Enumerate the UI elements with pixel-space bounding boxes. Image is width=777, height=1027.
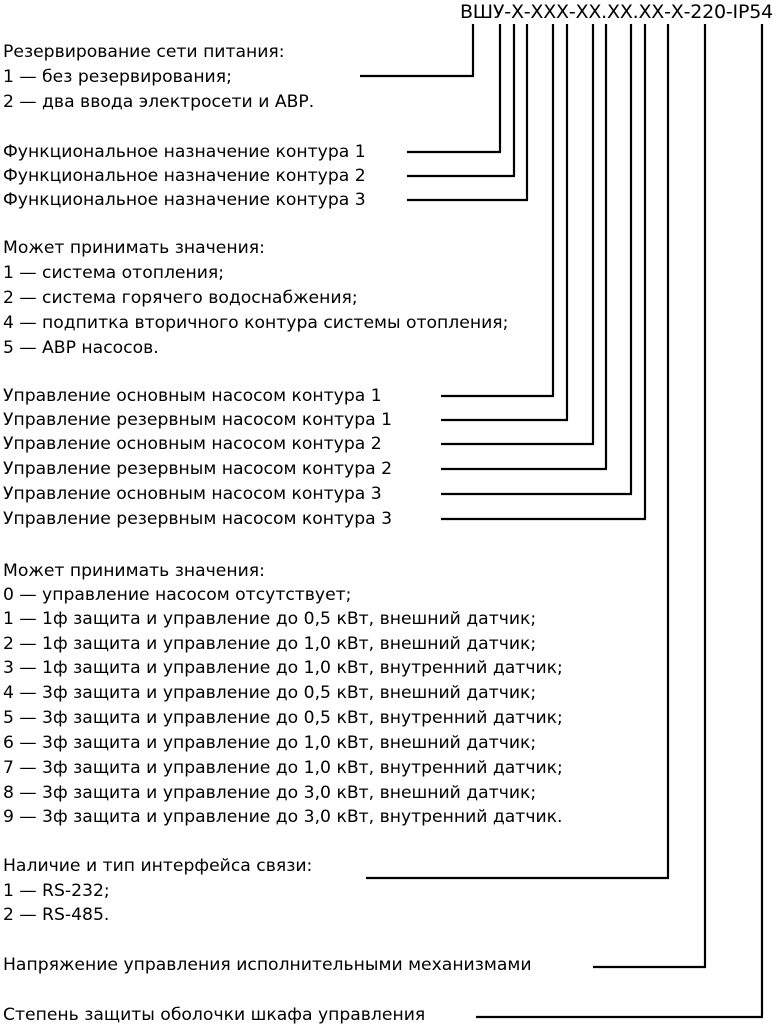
reserve-opt2: 2 — два ввода электросети и АВР.	[3, 92, 315, 112]
func-contour-1: Функциональное назначение контура 1	[3, 142, 366, 162]
reserve-opt1: 1 — без резервирования;	[3, 67, 232, 87]
func-values-title: Может принимать значения:	[3, 238, 265, 258]
pump-value-0: 0 — управление насосом отсутствует;	[3, 585, 352, 605]
pump-value-1: 1 — 1ф защита и управление до 0,5 кВт, в…	[3, 609, 537, 629]
pump-value-4: 4 — 3ф защита и управление до 0,5 кВт, в…	[3, 683, 537, 703]
pump-value-2: 2 — 1ф защита и управление до 1,0 кВт, в…	[3, 634, 537, 654]
pump-value-5: 5 — 3ф защита и управление до 0,5 кВт, в…	[3, 708, 563, 728]
pump-value-7: 7 — 3ф защита и управление до 1,0 кВт, в…	[3, 758, 563, 778]
ip-label: Степень защиты оболочки шкафа управления	[3, 1005, 426, 1025]
pump-value-6: 6 — 3ф защита и управление до 1,0 кВт, в…	[3, 733, 537, 753]
func-value-4: 4 — подпитка вторичного контура системы …	[3, 313, 509, 333]
func-value-2: 2 — система горячего водоснабжения;	[3, 288, 358, 308]
pump-res-3: Управление резервным насосом контура 3	[3, 509, 393, 529]
pump-value-3: 3 — 1ф защита и управление до 1,0 кВт, в…	[3, 658, 563, 678]
reserve-title: Резервирование сети питания:	[3, 42, 285, 62]
iface-opt2: 2 — RS-485.	[3, 905, 110, 925]
func-value-5: 5 — АВР насосов.	[3, 338, 159, 358]
pump-value-8: 8 — 3ф защита и управление до 3,0 кВт, в…	[3, 783, 537, 803]
pump-res-1: Управление резервным насосом контура 1	[3, 410, 393, 430]
pump-main-2: Управление основным насосом контура 2	[3, 434, 382, 454]
voltage-label: Напряжение управления исполнительными ме…	[3, 955, 532, 975]
pump-res-2: Управление резервным насосом контура 2	[3, 459, 393, 479]
pump-main-1: Управление основным насосом контура 1	[3, 386, 382, 406]
iface-title: Наличие и тип интерфейса связи:	[3, 856, 313, 876]
designation-code: ВШУ-Х-ХХХ-ХХ.ХХ.ХХ-Х-220-IP54	[459, 1, 773, 23]
func-value-1: 1 — система отопления;	[3, 263, 225, 283]
pump-main-3: Управление основным насосом контура 3	[3, 484, 382, 504]
func-contour-2: Функциональное назначение контура 2	[3, 166, 366, 186]
iface-opt1: 1 — RS-232;	[3, 881, 110, 901]
pump-value-9: 9 — 3ф защита и управление до 3,0 кВт, в…	[3, 807, 563, 827]
func-contour-3: Функциональное назначение контура 3	[3, 190, 366, 210]
pump-values-title: Может принимать значения:	[3, 561, 265, 581]
